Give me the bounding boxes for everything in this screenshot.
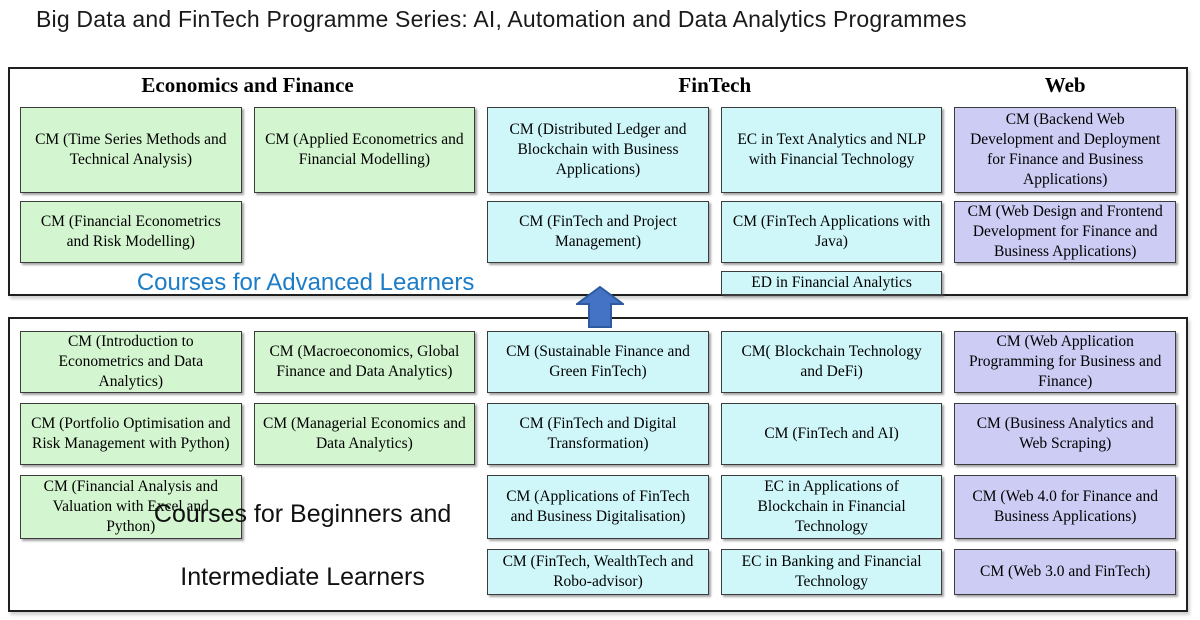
- course-cell: CM (Introduction to Econometrics and Dat…: [20, 331, 242, 393]
- course-cell: CM (Applications of FinTech and Business…: [487, 475, 709, 539]
- course-cell: EC in Text Analytics and NLP with Financ…: [720, 107, 943, 193]
- beginner-label-line2: Intermediate Learners: [180, 562, 425, 591]
- course-cell: CM (Managerial Economics and Data Analyt…: [253, 403, 476, 465]
- course-cell: CM (Financial Econometrics and Risk Mode…: [20, 201, 242, 263]
- up-arrow-shape: [573, 285, 627, 328]
- beginner-courses-box: CM (Introduction to Econometrics and Dat…: [8, 317, 1188, 612]
- up-arrow-icon: [573, 285, 627, 328]
- advanced-grid: Economics and Finance FinTech Web CM (Ti…: [10, 69, 1186, 296]
- course-cell: CM (FinTech and Digital Transformation): [487, 403, 709, 465]
- advanced-courses-box: Economics and Finance FinTech Web CM (Ti…: [8, 67, 1188, 296]
- course-cell: CM (Web 3.0 and FinTech): [954, 549, 1176, 595]
- course-cell: CM (Applied Econometrics and Financial M…: [253, 107, 476, 193]
- course-cell: CM( Blockchain Technology and DeFi): [720, 331, 943, 393]
- course-cell: CM (Macroeconomics, Global Finance and D…: [253, 331, 476, 393]
- course-cell: CM (Web Application Programming for Busi…: [954, 331, 1176, 393]
- beginner-label-line1: Courses for Beginners and: [153, 500, 452, 529]
- course-cell: CM (FinTech Applications with Java): [720, 201, 943, 263]
- course-cell: EC in Applications of Blockchain in Fina…: [720, 475, 943, 539]
- column-header-economics-finance: Economics and Finance: [141, 72, 354, 97]
- course-cell: CM (Business Analytics and Web Scraping): [954, 403, 1176, 465]
- course-cell: ED in Financial Analytics: [720, 271, 943, 295]
- course-cell: CM (Portfolio Optimisation and Risk Mana…: [20, 403, 242, 465]
- course-cell: CM (Sustainable Finance and Green FinTec…: [487, 331, 709, 393]
- course-cell: CM (Distributed Ledger and Blockchain wi…: [487, 107, 709, 193]
- column-header-fintech: FinTech: [678, 72, 752, 97]
- course-cell: CM (FinTech and AI): [720, 403, 943, 465]
- beginner-grid: CM (Introduction to Econometrics and Dat…: [10, 319, 1186, 610]
- course-cell: CM (Web Design and Frontend Development …: [954, 201, 1176, 263]
- course-cell: CM (Time Series Methods and Technical An…: [20, 107, 242, 193]
- course-cell: CM (Web 4.0 for Finance and Business App…: [954, 475, 1176, 539]
- course-cell: CM (FinTech, WealthTech and Robo-advisor…: [487, 549, 709, 595]
- column-header-web: Web: [1044, 72, 1086, 97]
- page-title: Big Data and FinTech Programme Series: A…: [36, 6, 967, 32]
- course-cell: CM (FinTech and Project Management): [487, 201, 709, 263]
- course-cell: CM (Financial Analysis and Valuation wit…: [20, 475, 242, 539]
- advanced-learners-label: Courses for Advanced Learners: [136, 269, 475, 296]
- beginner-learners-label: Courses for Beginners and Intermediate L…: [75, 475, 530, 595]
- course-cell: CM (Backend Web Development and Deployme…: [954, 107, 1176, 193]
- course-cell: EC in Banking and Financial Technology: [720, 549, 943, 595]
